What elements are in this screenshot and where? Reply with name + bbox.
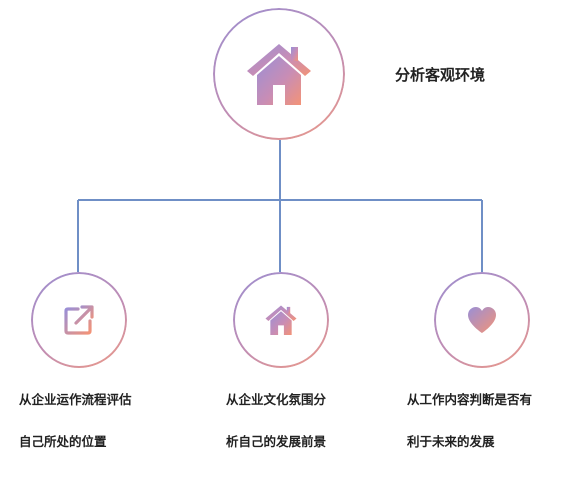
root-node [213, 8, 345, 140]
child-node-2 [233, 272, 329, 368]
child-node-1 [31, 272, 127, 368]
root-label: 分析客观环境 [395, 66, 486, 84]
child-3-line-2: 利于未来的发展 [407, 434, 495, 449]
child-3-line-1: 从工作内容判断是否有 [407, 392, 533, 407]
home-icon [244, 41, 314, 107]
child-1-line-1: 从企业运作流程评估 [19, 392, 132, 407]
home-icon [264, 304, 298, 336]
child-1-line-2: 自己所处的位置 [19, 434, 107, 449]
external-link-icon [62, 303, 96, 337]
child-2-line-1: 从企业文化氛围分 [226, 392, 327, 407]
child-node-3 [434, 272, 530, 368]
heart-icon [467, 306, 497, 334]
child-2-line-2: 析自己的发展前景 [226, 434, 327, 449]
